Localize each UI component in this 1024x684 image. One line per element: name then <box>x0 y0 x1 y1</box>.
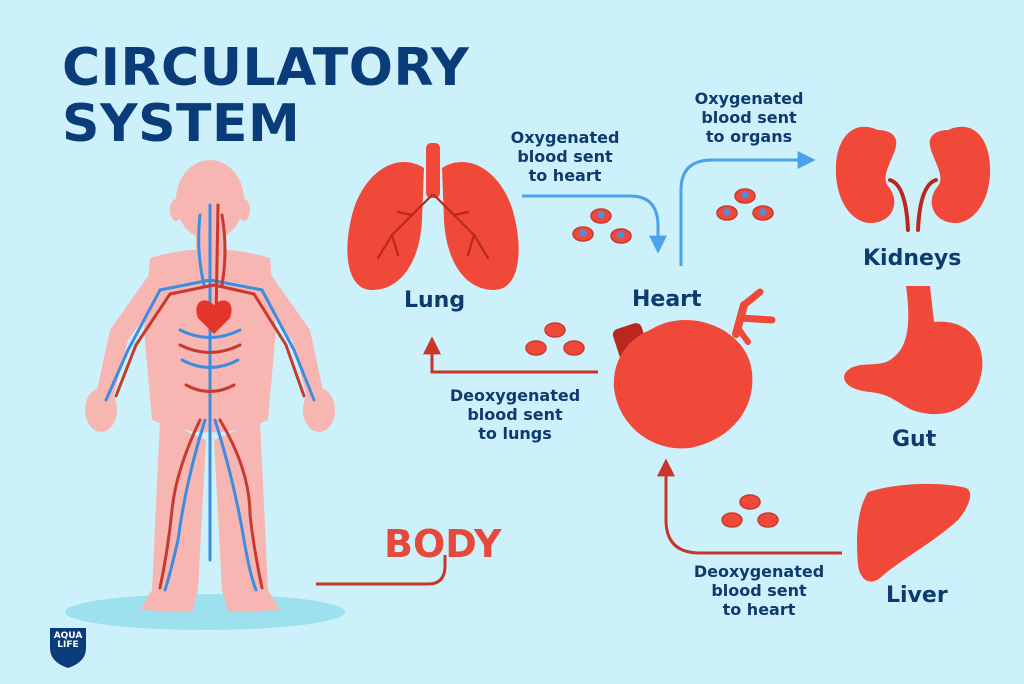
caption-line: blood sent <box>711 581 807 600</box>
human-body-figure <box>65 160 345 630</box>
logo-text: AQUA LIFE <box>48 632 88 650</box>
body-label-connector <box>316 555 447 586</box>
caption-line: blood sent <box>517 147 613 166</box>
arrow-heart-to-lungs <box>423 336 598 374</box>
veins <box>104 203 316 592</box>
caption-line: to organs <box>705 127 793 146</box>
title-line-2: SYSTEM <box>62 94 301 154</box>
logo-shield <box>50 628 86 668</box>
blood-cell-cluster <box>525 188 779 528</box>
arteries <box>114 203 306 590</box>
kidneys-illustration <box>835 126 991 232</box>
label-heart: Heart <box>632 287 702 312</box>
label-body: BODY <box>384 522 502 566</box>
caption-heart-to-lungs: Deoxygenated blood sent to lungs <box>440 386 590 443</box>
logo-line-1: AQUA <box>53 631 83 641</box>
caption-line: Oxygenated <box>510 128 620 147</box>
caption-line: Oxygenated <box>694 89 804 108</box>
caption-line: Deoxygenated <box>449 386 581 405</box>
body-heart <box>196 300 232 334</box>
arrow-organs-to-heart <box>657 458 842 555</box>
caption-line: to heart <box>528 166 602 185</box>
caption-organs-to-heart: Deoxygenated blood sent to heart <box>684 562 834 619</box>
caption-line: blood sent <box>701 108 797 127</box>
gut-illustration <box>844 286 983 415</box>
label-gut: Gut <box>892 427 937 452</box>
caption-lung-to-heart: Oxygenated blood sent to heart <box>500 128 630 185</box>
label-kidneys: Kidneys <box>863 246 962 271</box>
floor-shadow <box>65 594 345 630</box>
label-lung: Lung <box>404 288 466 313</box>
heart-illustration <box>612 288 776 449</box>
label-liver: Liver <box>886 583 948 608</box>
lung-illustration <box>347 143 519 290</box>
liver-illustration <box>857 483 971 582</box>
arrow-heart-to-organs <box>679 151 816 266</box>
logo-line-2: LIFE <box>57 640 79 650</box>
title-line-1: CIRCULATORY <box>62 38 470 98</box>
caption-line: to heart <box>722 600 796 619</box>
caption-line: blood sent <box>467 405 563 424</box>
arrow-lung-to-heart <box>522 194 667 254</box>
caption-heart-to-organs: Oxygenated blood sent to organs <box>684 89 814 146</box>
caption-line: to lungs <box>478 424 552 443</box>
caption-line: Deoxygenated <box>693 562 825 581</box>
diagram-title: CIRCULATORY SYSTEM <box>62 40 469 152</box>
